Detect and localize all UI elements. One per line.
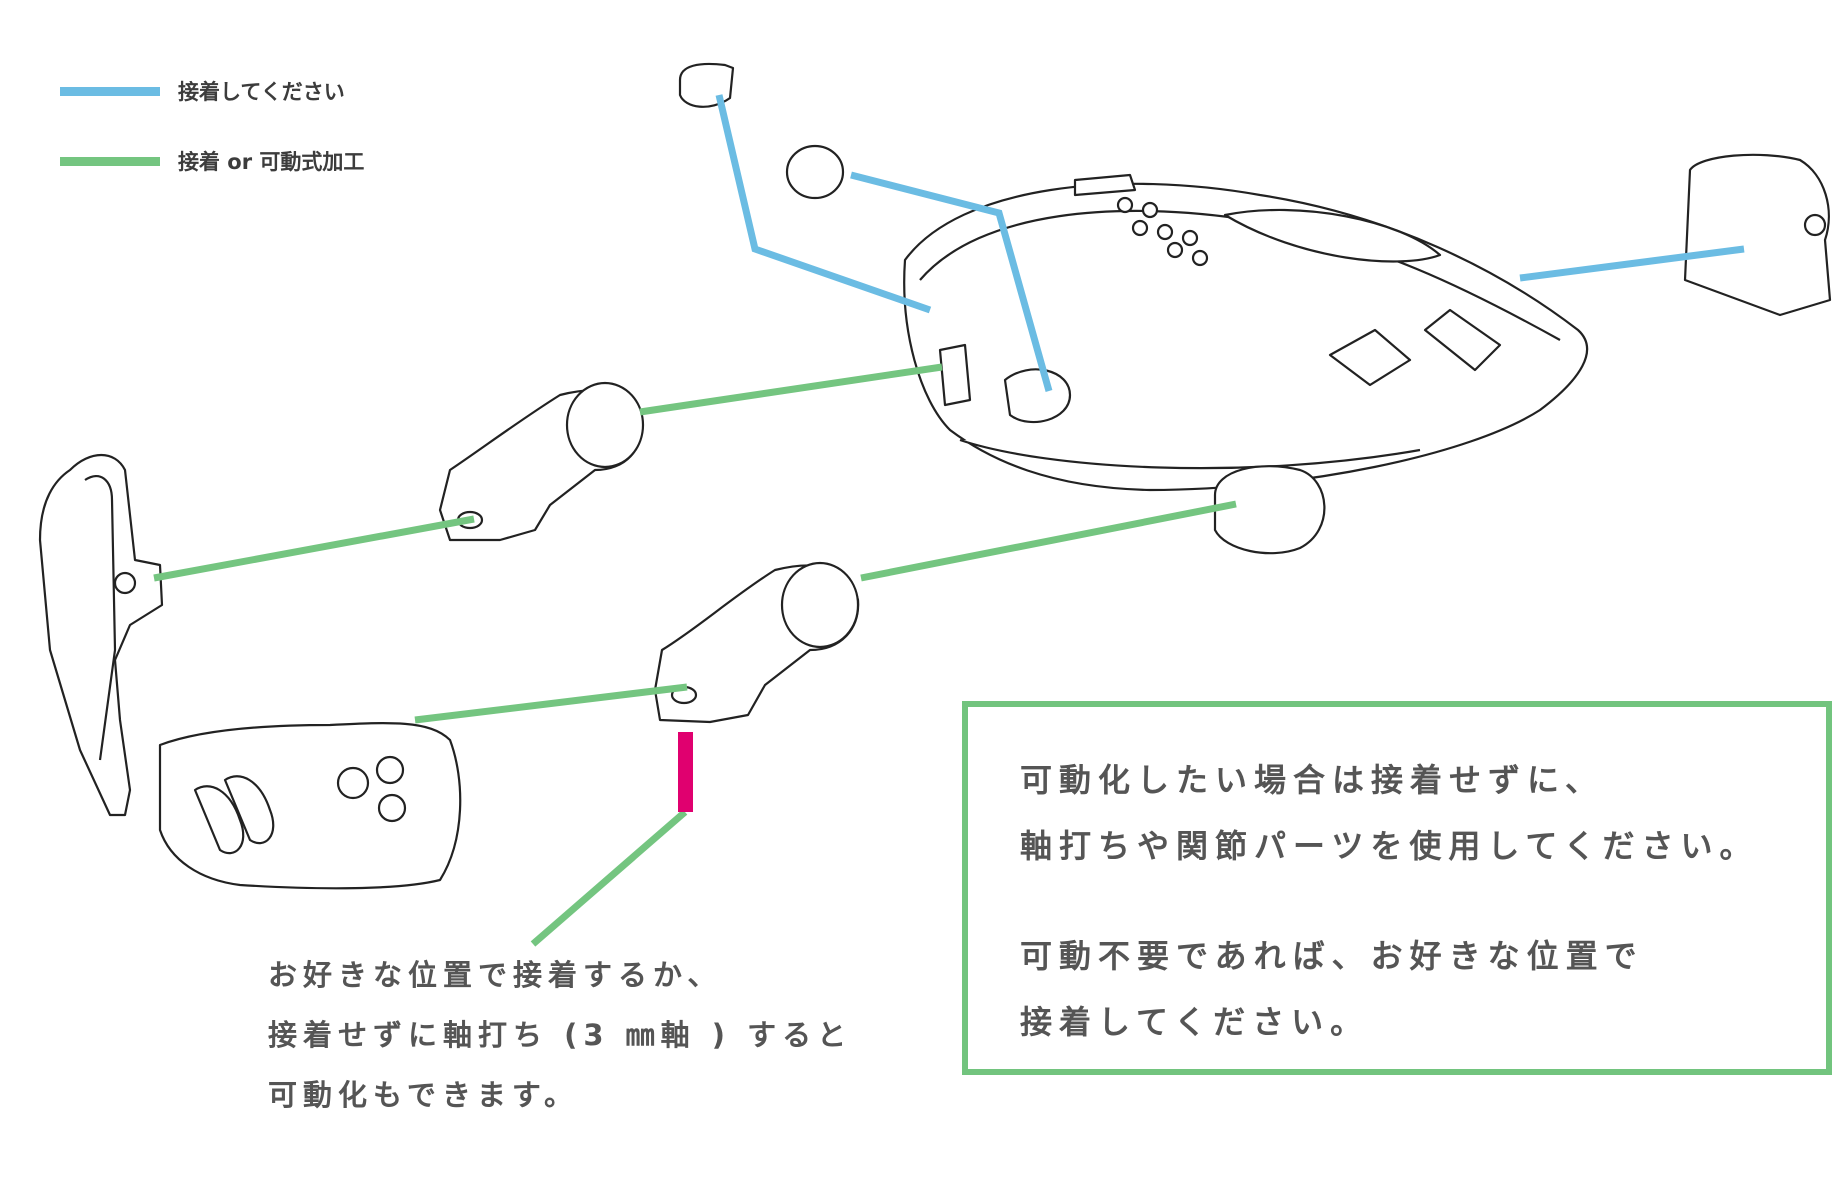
note-line: お好きな位置で接着するか、	[268, 958, 723, 992]
cylinder-part	[785, 144, 845, 200]
info-line: 接着してください。	[1020, 1003, 1370, 1041]
glue-line	[715, 94, 932, 314]
glue-or-movable-line	[414, 683, 688, 724]
info-line: 軸打ちや関節パーツを使用してください。	[1020, 827, 1759, 865]
info-line: 可動化したい場合は接着せずに、	[1020, 761, 1605, 799]
side-block-part	[1683, 153, 1832, 317]
lower-joint-part	[653, 561, 860, 724]
info-line: 可動不要であれば、お好きな位置で	[1020, 937, 1644, 975]
glue-line	[1519, 245, 1745, 282]
upper-joint-part	[438, 381, 645, 542]
legend-label: 接着 or 可動式加工	[178, 150, 365, 174]
hand-frame-part	[38, 454, 462, 890]
note-line: 接着せずに軸打ち (3 ㎜軸 ) すると	[268, 1018, 853, 1052]
legend-swatch-blue	[60, 86, 160, 96]
legend-item-glue-or-movable: 接着 or 可動式加工	[60, 146, 364, 176]
info-box: 可動化したい場合は接着せずに、 軸打ちや関節パーツを使用してください。 可動不要…	[962, 701, 1832, 1075]
glue-or-movable-line	[153, 515, 475, 582]
legend-item-glue: 接着してください	[60, 76, 345, 106]
glue-line	[850, 171, 1053, 392]
legend-swatch-green	[60, 156, 160, 166]
glue-or-movable-line	[530, 809, 688, 947]
main-body-part	[903, 173, 1589, 555]
small-cap-part	[678, 62, 735, 108]
glue-or-movable-line	[639, 363, 943, 416]
glue-or-movable-line	[860, 500, 1237, 582]
pin-note: お好きな位置で接着するか、 接着せずに軸打ち (3 ㎜軸 ) すると 可動化もで…	[268, 945, 852, 1125]
legend-label: 接着してください	[178, 80, 345, 104]
pin-marker	[678, 732, 693, 812]
note-line: 可動化もできます。	[268, 1078, 579, 1112]
